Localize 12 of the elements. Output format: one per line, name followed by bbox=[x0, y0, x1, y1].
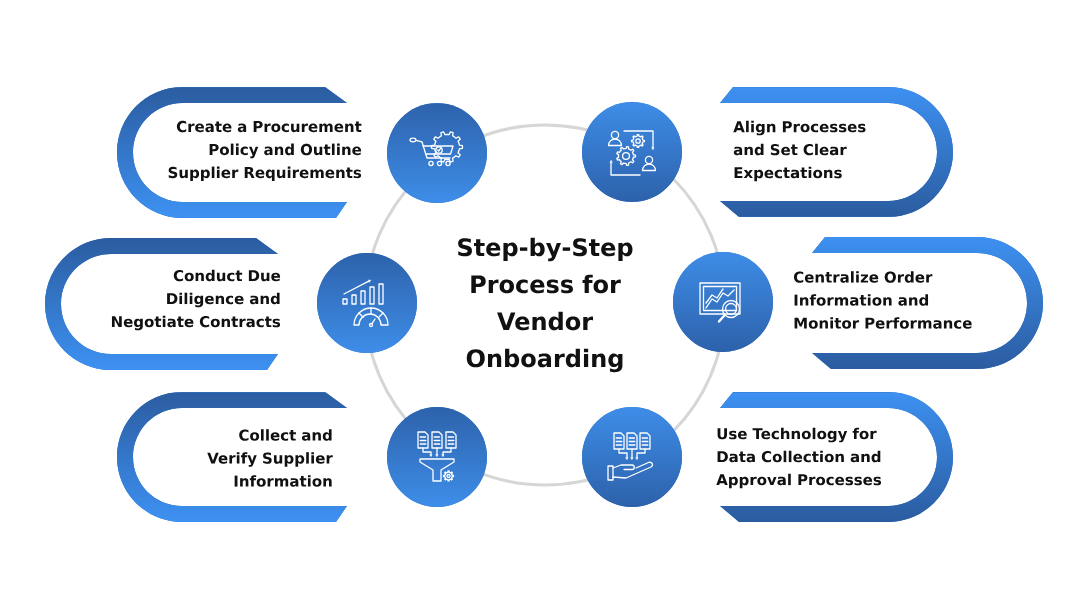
icon-circle bbox=[387, 407, 487, 507]
step-box: Conduct Due Diligence and Negotiate Contracts bbox=[45, 238, 281, 370]
icon-circle bbox=[317, 253, 417, 353]
step-box: Collect and Verify Supplier Information bbox=[117, 392, 347, 522]
icon-circle bbox=[387, 103, 487, 203]
icon-circle bbox=[673, 252, 773, 352]
step-box: Centralize Order Information and Monitor Performance bbox=[793, 237, 1043, 369]
icon-circle bbox=[582, 102, 682, 202]
step-box: Create a Procurement Policy and Outline Supplier Requirements bbox=[117, 87, 362, 218]
step-box: Use Technology for Data Collection and Approval Processes bbox=[716, 392, 953, 522]
icon-circle bbox=[582, 407, 682, 507]
step-box: Align Processes and Set Clear Expectations bbox=[720, 87, 953, 217]
